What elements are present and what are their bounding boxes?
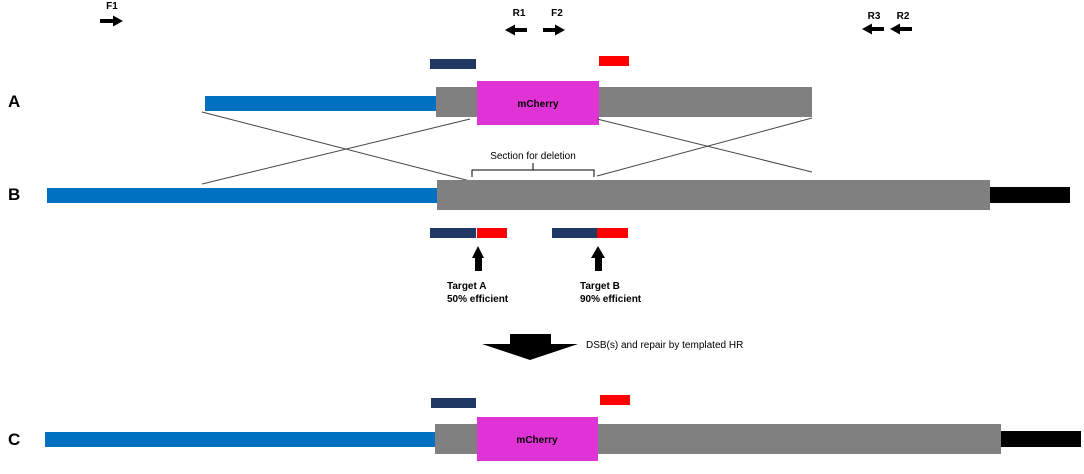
primer-f1: F1	[100, 1, 123, 27]
crossover-line	[596, 117, 813, 177]
primer-f2: F2	[543, 8, 565, 36]
mcherry-label-a: mCherry	[517, 99, 559, 110]
primer-f2-label: F2	[551, 8, 563, 19]
homology-arm-marker-left-c	[431, 398, 476, 408]
primer-r1-label: R1	[513, 8, 526, 19]
mcherry-box-a	[477, 81, 599, 125]
up-arrow-icon	[591, 246, 605, 258]
primer-r3: R3	[862, 11, 884, 35]
primer-r1: R1	[505, 8, 527, 36]
primer-r2: R2	[890, 11, 912, 35]
up-arrow-icon-fill	[475, 258, 482, 271]
bracket-shape	[471, 163, 595, 177]
homology-arm-marker-right-c	[600, 395, 630, 405]
gray-segment-b	[437, 180, 990, 210]
black-segment-b	[990, 187, 1070, 203]
target-b-name: Target B	[580, 281, 620, 292]
target-a-navy-bar	[430, 228, 476, 238]
target-b-navy-bar	[552, 228, 597, 238]
blue-segment-b	[47, 188, 437, 203]
row-label-a: A	[8, 92, 20, 111]
target-b: Target B 90% efficient	[552, 228, 642, 305]
homology-arm-marker-right	[599, 56, 629, 66]
black-segment-c	[1001, 431, 1081, 447]
repair-step: DSB(s) and repair by templated HR	[482, 334, 743, 360]
crossover-line	[201, 111, 471, 182]
repair-label: DSB(s) and repair by templated HR	[586, 340, 743, 351]
primer-f1-label: F1	[106, 1, 118, 12]
row-label-c: C	[8, 430, 20, 449]
target-a-red-bar	[477, 228, 507, 238]
crossover-line	[596, 118, 813, 173]
construct-a: mCherry	[205, 56, 812, 125]
crossover-line	[201, 118, 471, 185]
left-arrow-icon	[862, 23, 884, 35]
target-b-red-bar	[597, 228, 628, 238]
blue-segment-a	[205, 96, 436, 111]
deletion-bracket: Section for deletion	[471, 151, 595, 177]
target-a: Target A 50% efficient	[430, 228, 509, 305]
right-arrow-icon	[543, 24, 565, 36]
mcherry-box-c	[477, 417, 598, 461]
crossover-lines	[201, 111, 813, 185]
mcherry-label-c: mCherry	[516, 435, 558, 446]
right-arrow-icon	[100, 15, 123, 27]
target-a-name: Target A	[447, 281, 486, 292]
left-arrow-icon	[505, 24, 527, 36]
primer-r2-label: R2	[897, 11, 910, 22]
row-label-b: B	[8, 185, 20, 204]
homology-arm-marker-left	[430, 59, 476, 69]
up-arrow-icon-fill	[595, 258, 602, 271]
construct-c: mCherry	[45, 395, 1081, 461]
target-b-efficiency: 90% efficient	[580, 294, 642, 305]
primer-r3-label: R3	[868, 11, 881, 22]
target-a-efficiency: 50% efficient	[447, 294, 509, 305]
down-arrow-icon	[482, 334, 578, 360]
left-arrow-icon	[890, 23, 912, 35]
genome-b	[47, 180, 1070, 210]
blue-segment-c	[45, 432, 435, 447]
deletion-label: Section for deletion	[490, 151, 576, 162]
